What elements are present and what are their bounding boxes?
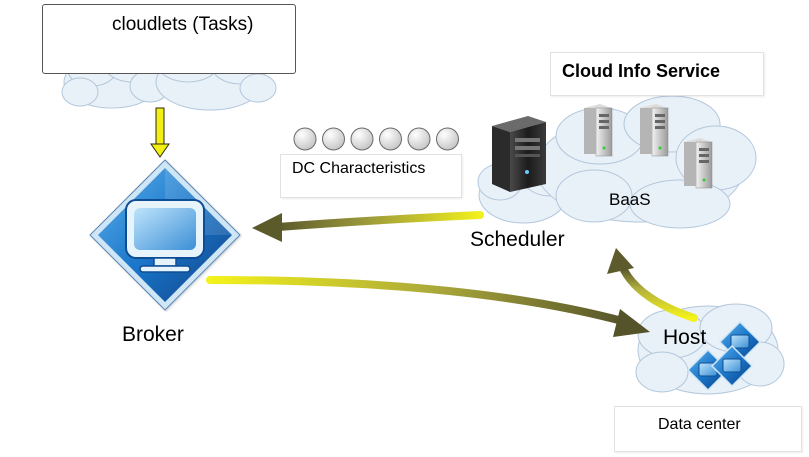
dc-characteristic-circle (407, 127, 431, 151)
tasks-to-broker-arrow (150, 107, 170, 158)
scheduler-label: Scheduler (470, 228, 565, 251)
baas-label: BaaS (609, 190, 651, 209)
cloud-info-service-label: Cloud Info Service (562, 61, 721, 81)
dc-characteristics-label: DC Characteristics (292, 160, 426, 177)
scheduler-to-broker-arrow (252, 211, 484, 242)
host-node-icon-3 (710, 344, 754, 388)
data-center-label: Data center (658, 416, 741, 433)
broker-icon (89, 159, 241, 311)
dc-characteristic-circle (322, 127, 345, 151)
tasks-label: cloudlets (Tasks) (112, 14, 254, 35)
dc-characteristic-circle (293, 127, 317, 151)
data-center-box (614, 406, 802, 452)
tasks-box (42, 4, 296, 74)
dc-characteristic-circle (350, 127, 374, 151)
dc-characteristics-circles (293, 127, 459, 151)
broker-label: Broker (122, 323, 184, 346)
baas-server-icon-3 (684, 138, 713, 189)
baas-server-icon-1 (584, 104, 613, 157)
baas-server-icon-2 (640, 104, 669, 157)
dc-characteristic-circle (436, 127, 459, 151)
scheduler-server-icon (492, 116, 546, 192)
dc-characteristic-circle (379, 127, 402, 151)
host-to-scheduler-arrow (607, 248, 698, 322)
dc-characteristics-box (280, 154, 462, 198)
monitor-icon (125, 199, 205, 273)
broker-to-host-arrow (206, 276, 650, 337)
cloud-info-service-box (550, 52, 764, 96)
host-label: Host (663, 326, 707, 349)
